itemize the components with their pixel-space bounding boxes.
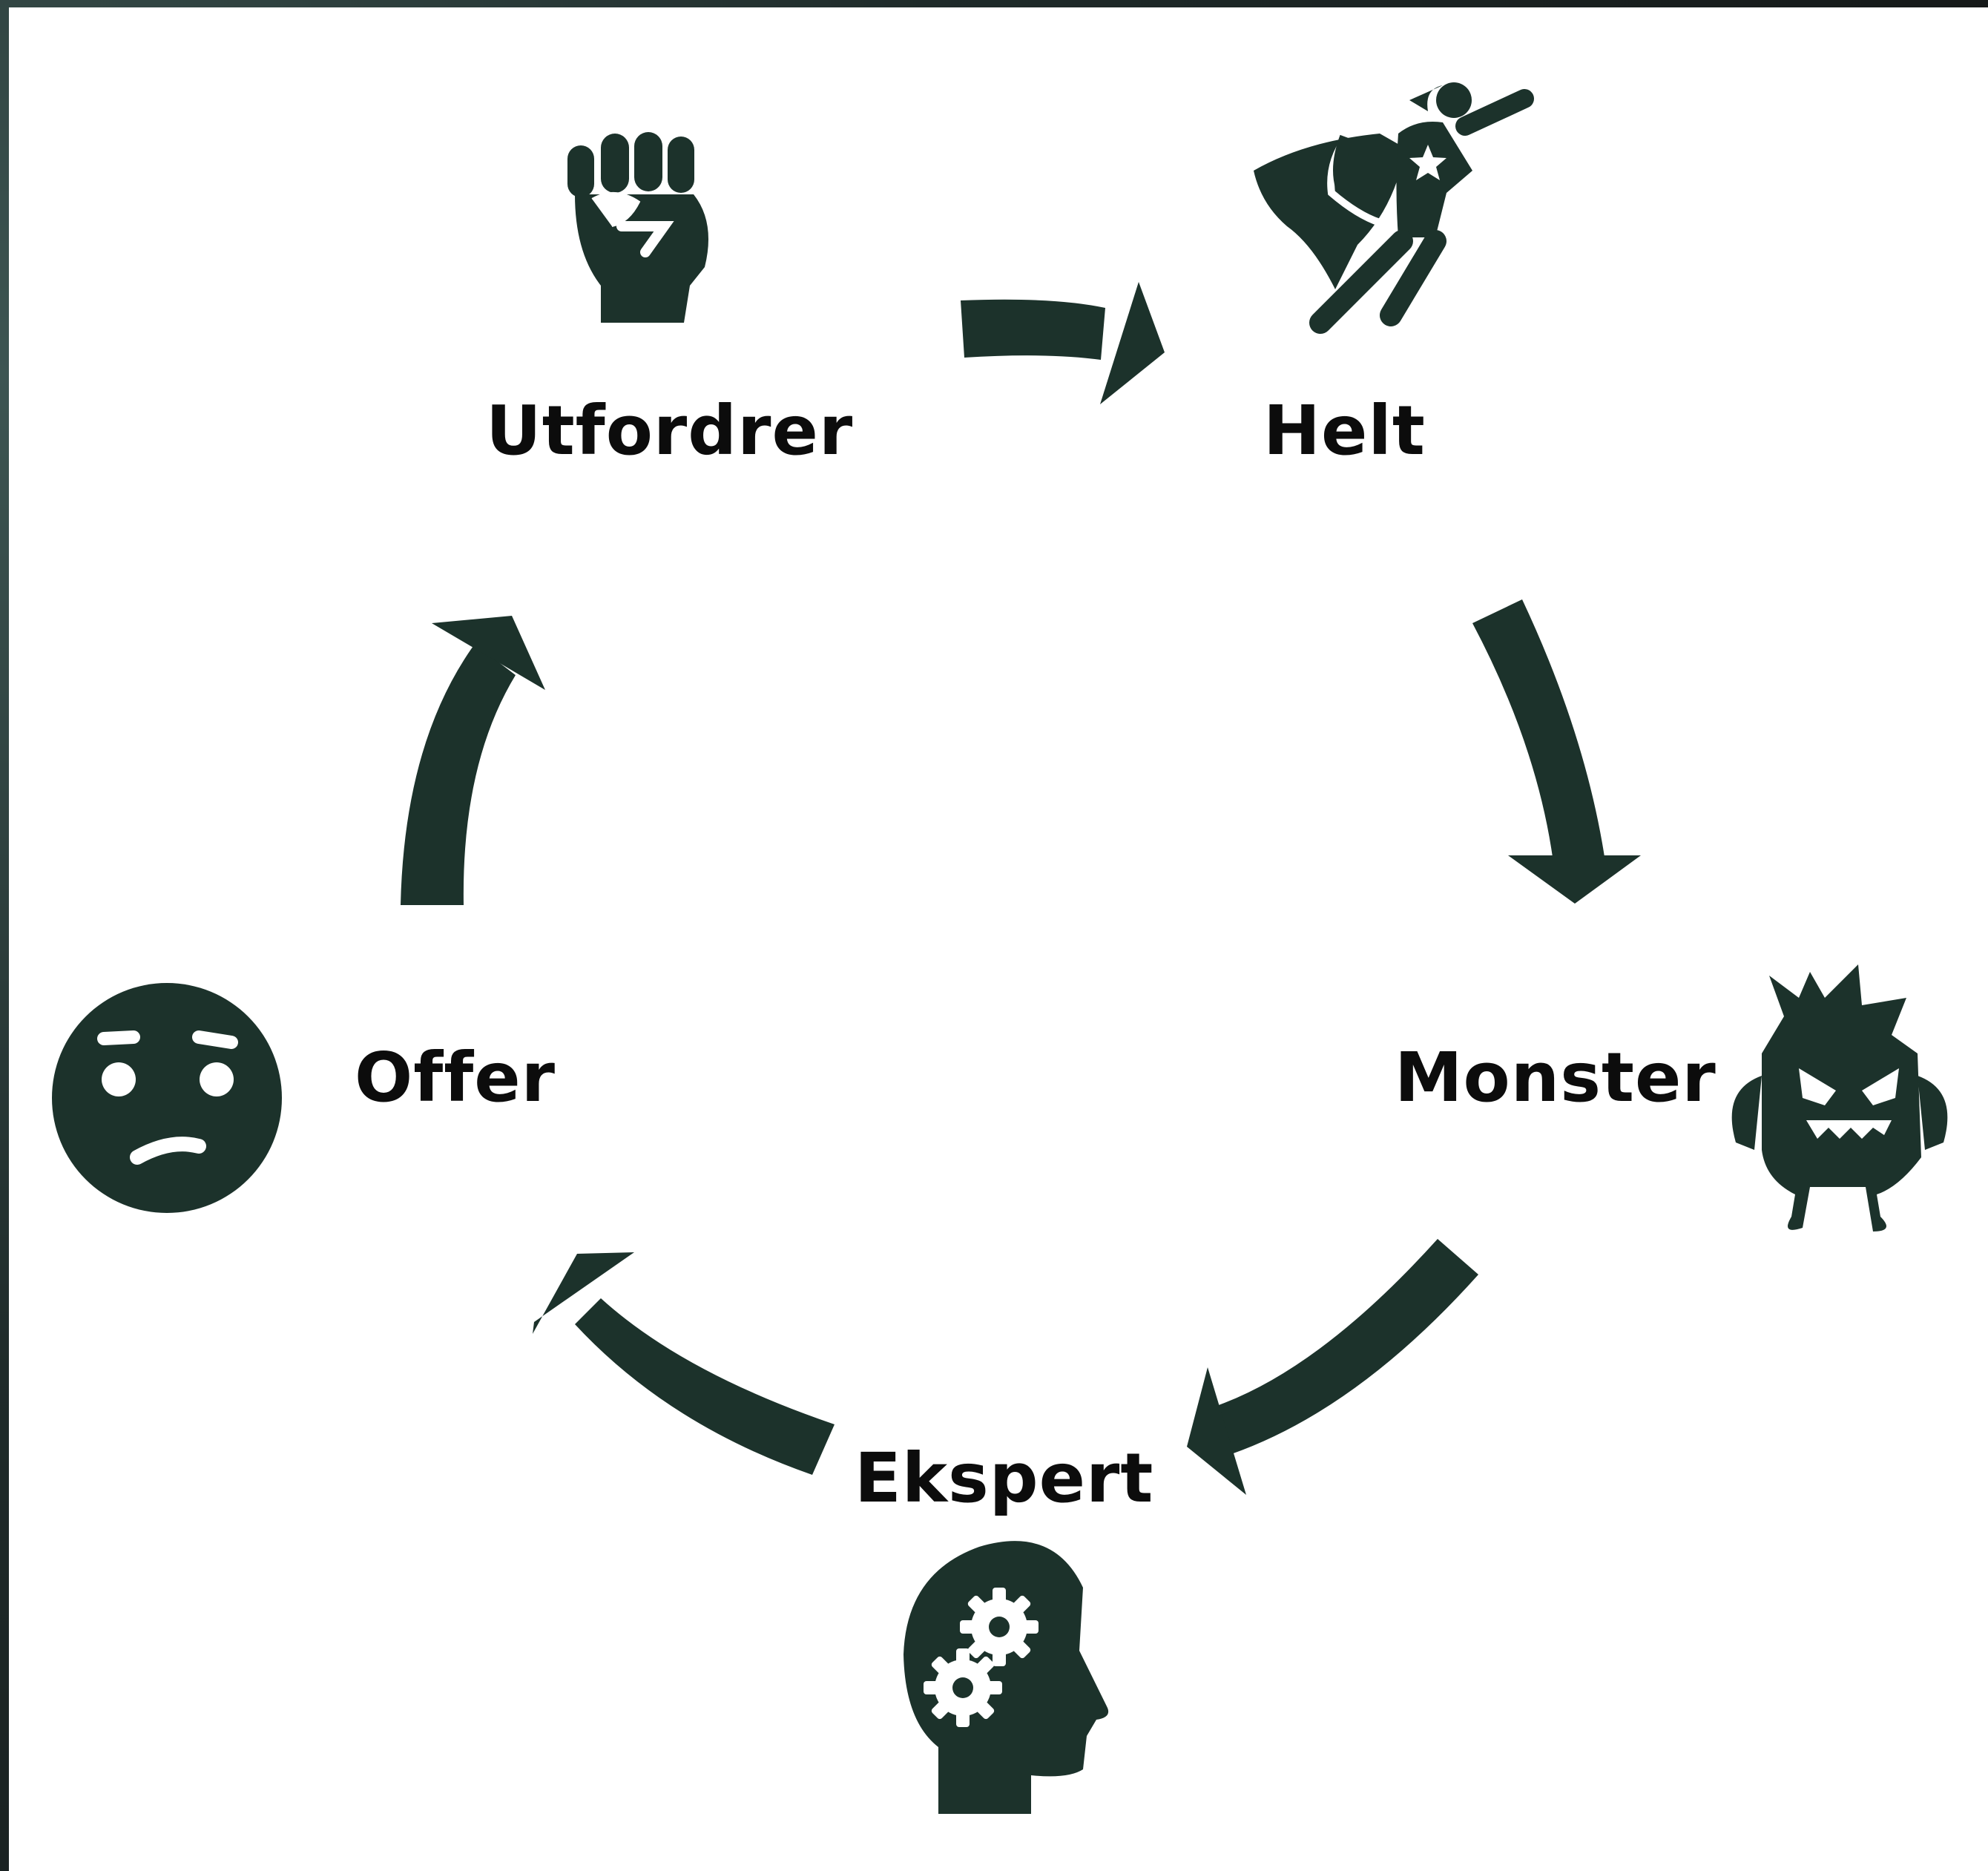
- node-label-offer: Offer: [355, 1038, 556, 1117]
- head-with-gears-icon: [904, 1541, 1109, 1814]
- node-label-utfordrer: Utfordrer: [486, 391, 854, 470]
- node-label-helt: Helt: [1263, 391, 1426, 470]
- worried-face-icon: [52, 983, 282, 1213]
- arrow-offer-to-utfordrer: [401, 616, 545, 905]
- flying-superhero-icon: [1254, 82, 1534, 334]
- angry-monster-icon: [1731, 964, 1948, 1232]
- arrow-helt-to-monster: [1472, 599, 1641, 904]
- node-label-monster: Monster: [1395, 1038, 1717, 1117]
- arrow-utfordrer-to-helt: [961, 282, 1165, 404]
- node-label-ekspert: Ekspert: [855, 1438, 1154, 1518]
- arrow-monster-to-ekspert: [1187, 1239, 1478, 1495]
- raised-fist-icon: [567, 132, 708, 323]
- arrow-ekspert-to-offer: [533, 1252, 835, 1475]
